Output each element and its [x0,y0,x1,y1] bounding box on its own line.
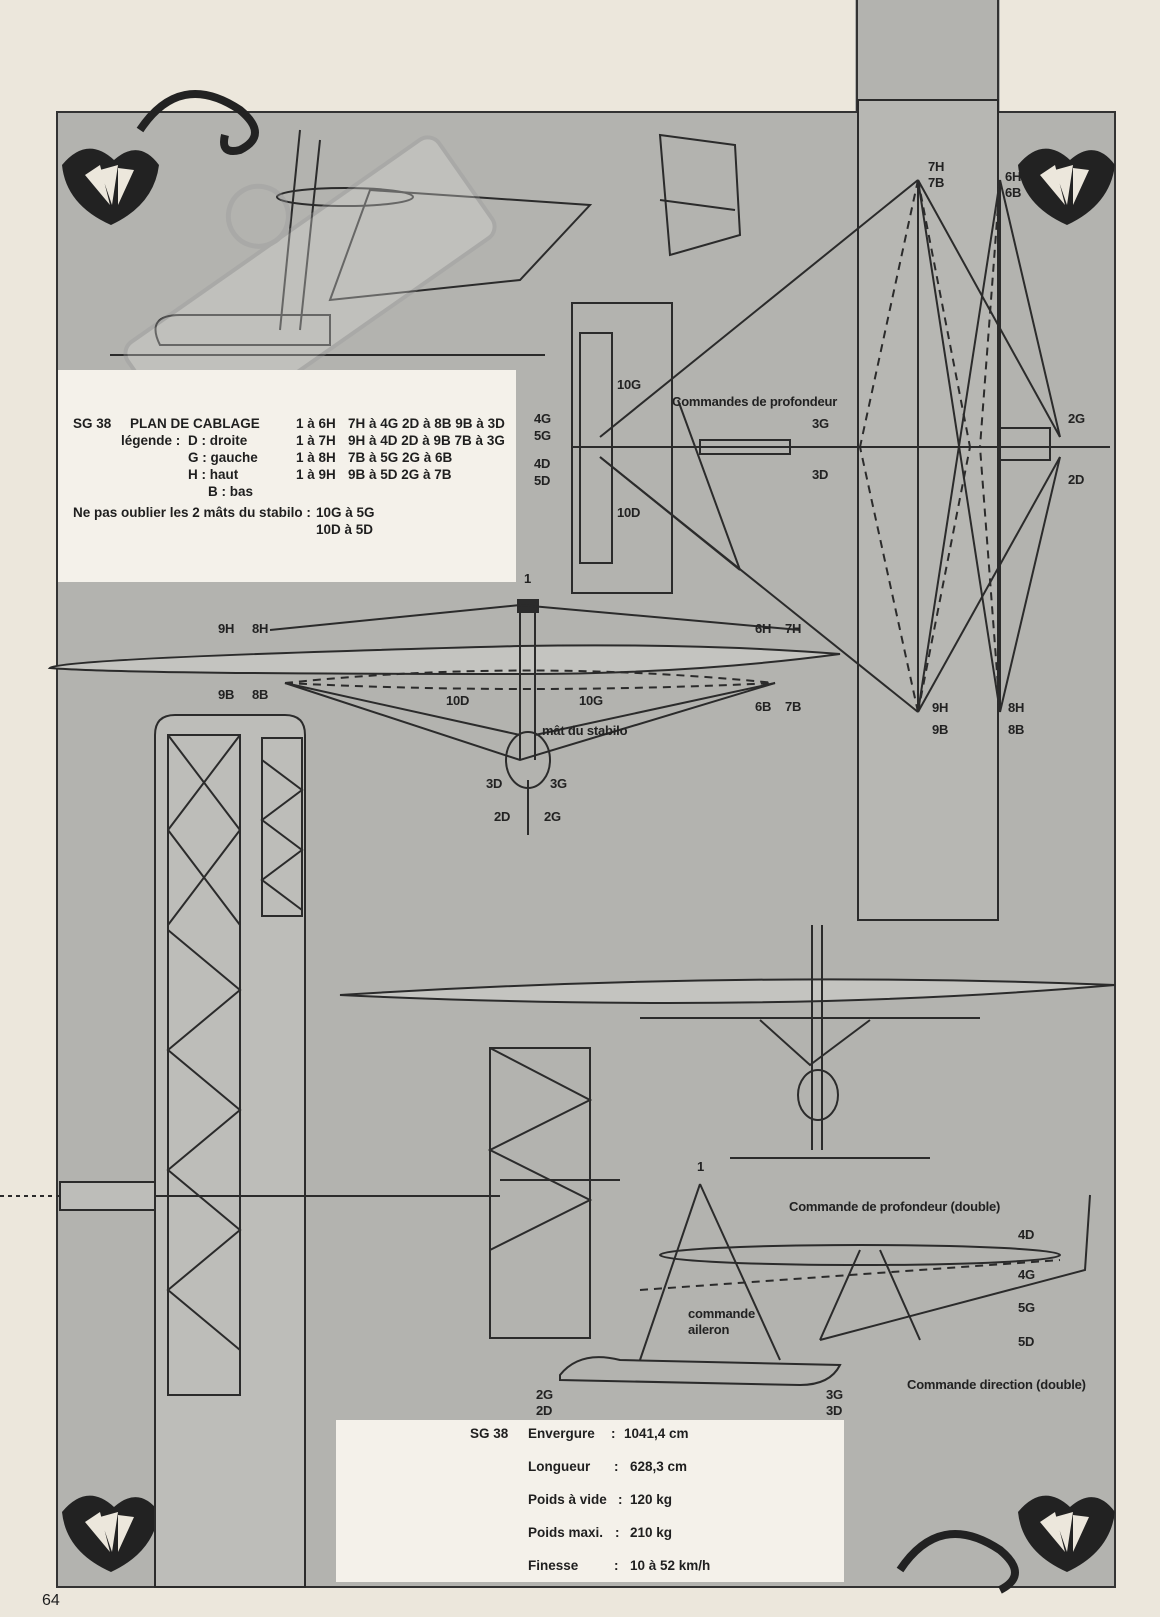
label-10d-top: 10D [617,505,641,520]
spec-label: Poids à vide [528,1492,607,1507]
label-10g-front: 10G [579,693,603,708]
front-view-lower [339,925,1116,1159]
label-9h-front: 9H [218,621,235,636]
label-9b-top: 9B [932,722,949,737]
spec-sep: : [615,1525,620,1540]
legend-col2: 9H à 4D 2D à 9B 7B à 3G [348,433,505,448]
label-5d-side: 5D [1018,1334,1035,1349]
label-8b-front: 8B [252,687,269,702]
label-6b-top: 6B [1005,185,1022,200]
legend-note: Ne pas oublier les 2 mâts du stabilo : [73,505,311,520]
label-commande-aileron-2: aileron [688,1322,730,1337]
label-7b-front: 7B [785,699,802,714]
label-3d-side: 3D [826,1403,843,1418]
label-1-front: 1 [524,571,532,586]
label-2d-side: 2D [536,1403,553,1418]
label-10g-top: 10G [617,377,641,392]
label-6h-front: 6H [755,621,772,636]
label-9h-top: 9H [932,700,949,715]
spec-value: 210 kg [630,1525,673,1540]
label-2g-front: 2G [544,809,561,824]
label-4g-side: 4G [1018,1267,1035,1282]
spec-value: 628,3 cm [630,1459,688,1474]
specifications-box: SG 38 Envergure : 1041,4 cm Longueur : 6… [336,1420,844,1582]
label-7h-top: 7H [928,159,945,174]
label-2g-top: 2G [1068,411,1085,426]
legend-col2: 7H à 4G 2D à 8B 9B à 3D [348,416,505,431]
label-6b-front: 6B [755,699,772,714]
label-mat-stabilo: mât du stabilo [542,723,628,738]
legend-title: PLAN DE CABLAGE [130,416,260,431]
legend-col1: 1 à 8H [296,450,336,465]
label-7b-top: 7B [928,175,945,190]
legend-col1: 1 à 6H [296,416,336,431]
label-8h-top: 8H [1008,700,1025,715]
spec-label: Longueur [528,1459,591,1474]
label-9b-front: 9B [218,687,235,702]
legend-model: SG 38 [73,416,112,431]
legend-key: H : haut [188,467,239,482]
left-fuselage-plan [0,714,620,1588]
label-2d-front: 2D [494,809,511,824]
legend-label: légende : [121,433,181,448]
label-4d-top: 4D [534,456,551,471]
legend-key: D : droite [188,433,248,448]
top-view-right [571,99,1110,921]
label-4d-side: 4D [1018,1227,1035,1242]
spec-label: Envergure [528,1426,595,1441]
spec-label: Finesse [528,1558,579,1573]
legend-key: G : gauche [188,450,258,465]
ornament-fans [85,165,1089,1552]
label-8h-front: 8H [252,621,269,636]
legend-col2: 7B à 5G 2G à 6B [348,450,453,465]
label-3d-front: 3D [486,776,503,791]
label-6h-top: 6H [1005,169,1022,184]
legend-note-value: 10G à 5G [316,505,375,520]
label-10d-front: 10D [446,693,470,708]
wiring-legend-box: SG 38 PLAN DE CABLAGE légende : D : droi… [58,370,516,582]
legend-col2: 9B à 5D 2G à 7B [348,467,452,482]
specs-model: SG 38 [470,1426,509,1441]
label-commande-aileron-1: commande [688,1306,756,1321]
label-commandes-profondeur: Commandes de profondeur [672,394,838,409]
front-view-middle [47,599,841,835]
label-7h-front: 7H [785,621,802,636]
legend-note-value: 10D à 5D [316,522,374,537]
label-5g-side: 5G [1018,1300,1035,1315]
spec-value: 1041,4 cm [624,1426,689,1441]
label-commande-profondeur-double: Commande de profondeur (double) [789,1199,1001,1214]
legend-key: B : bas [208,484,254,499]
legend-col1: 1 à 9H [296,467,336,482]
spec-sep: : [611,1426,616,1441]
spec-sep: : [618,1492,623,1507]
label-3g-top: 3G [812,416,829,431]
legend-col1: 1 à 7H [296,433,336,448]
label-3g-front: 3G [550,776,567,791]
label-1-side: 1 [697,1159,705,1174]
label-3g-side: 3G [826,1387,843,1402]
label-4g-top: 4G [534,411,551,426]
label-2g-side: 2G [536,1387,553,1402]
label-5d-top: 5D [534,473,551,488]
label-3d-top: 3D [812,467,829,482]
spec-sep: : [614,1558,619,1573]
spec-sep: : [614,1459,619,1474]
label-commande-direction-double: Commande direction (double) [907,1377,1086,1392]
side-view-lower [487,1047,1091,1387]
spec-value: 120 kg [630,1492,673,1507]
label-8b-top: 8B [1008,722,1025,737]
spec-label: Poids maxi. [528,1525,604,1540]
label-2d-top: 2D [1068,472,1085,487]
spec-value: 10 à 52 km/h [630,1558,711,1573]
page-number: 64 [42,1592,60,1609]
label-5g-top: 5G [534,428,551,443]
side-view-top [110,129,742,356]
